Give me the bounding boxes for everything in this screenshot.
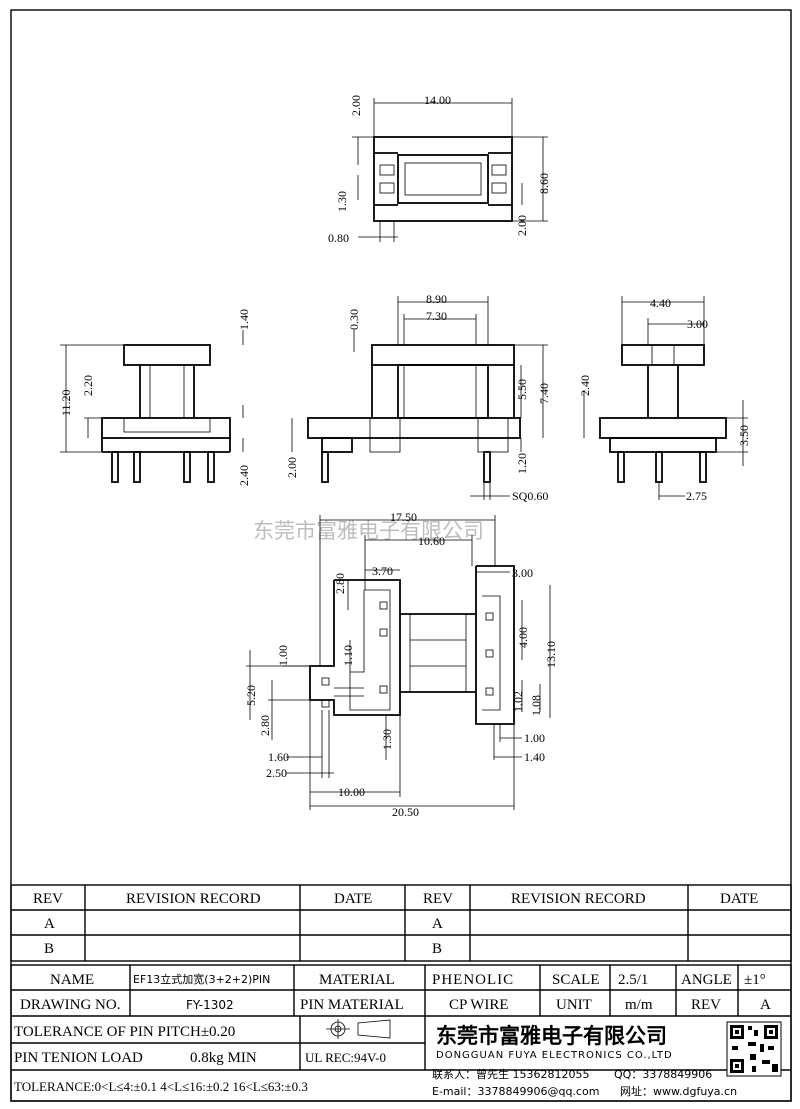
dim-bot-5-20: 5.20 bbox=[244, 685, 258, 706]
qr-code-icon bbox=[726, 1021, 782, 1077]
dim-top-0-80: 0.80 bbox=[328, 231, 349, 245]
unit-label: UNIT bbox=[556, 997, 592, 1013]
name-value: EF13立式加宽(3+2+2)PIN bbox=[133, 972, 270, 986]
name-label: NAME bbox=[50, 972, 94, 988]
record-header-left: REVISION RECORD bbox=[126, 891, 261, 907]
pin-material-label: PIN MATERIAL bbox=[300, 997, 404, 1013]
company-contact: 联系人：曾先生 15362812055 bbox=[432, 1067, 589, 1081]
rev-row-a-right: A bbox=[432, 916, 443, 932]
rev-header-left: REV bbox=[33, 891, 63, 907]
dim-bot-1-00a: 1.00 bbox=[276, 645, 290, 666]
date-header-right: DATE bbox=[720, 891, 758, 907]
title-block: NAME EF13立式加宽(3+2+2)PIN MATERIAL PHENOLI… bbox=[10, 964, 792, 1102]
material-label: MATERIAL bbox=[319, 972, 395, 988]
revision-table: REV REVISION RECORD DATE REV REVISION RE… bbox=[10, 884, 792, 962]
dim-bot-4-00: 4.00 bbox=[516, 627, 530, 648]
dim-mid-0-30: 0.30 bbox=[347, 309, 361, 330]
dim-left-2-40: 2.40 bbox=[237, 465, 251, 486]
dim-mid-8-90: 8.90 bbox=[426, 292, 447, 306]
rev-row-b-right: B bbox=[432, 941, 442, 957]
angle-label: ANGLE bbox=[681, 972, 732, 988]
dim-bot-3-00: 3.00 bbox=[512, 566, 533, 580]
tolerance-pitch: TOLERANCE OF PIN PITCH±0.20 bbox=[14, 1024, 235, 1040]
dim-bot-1-08: 1.08 bbox=[529, 695, 543, 716]
drawing-no-value: FY-1302 bbox=[186, 998, 234, 1012]
dim-top-2-00b: 2.00 bbox=[515, 215, 529, 236]
end-view: 4.40 3.00 2.40 3.50 2.75 bbox=[578, 296, 751, 503]
dim-mid-7-40: 7.40 bbox=[537, 383, 551, 404]
tolerance-line: TOLERANCE:0<L≤4:±0.1 4<L≤16:±0.2 16<L≤63… bbox=[14, 1079, 308, 1094]
dim-bot-2-80a: 2.80 bbox=[333, 573, 347, 594]
drawing-border bbox=[10, 9, 792, 1102]
dim-right-2-40: 2.40 bbox=[578, 375, 592, 396]
company-website: 网址：www.dgfuya.cn bbox=[620, 1084, 737, 1098]
dim-left-2-20: 2.20 bbox=[81, 375, 95, 396]
rev-row-b-left: B bbox=[44, 941, 54, 957]
side-view: 8.90 7.30 0.30 5.50 7.40 1.20 2.00 SQ0.6… bbox=[285, 292, 551, 503]
dim-mid-2-00: 2.00 bbox=[285, 457, 299, 478]
rev-row-a-left: A bbox=[44, 916, 55, 932]
dim-right-2-75: 2.75 bbox=[686, 489, 707, 503]
watermark: 东莞市富雅电子有限公司 bbox=[253, 519, 484, 543]
dim-bot-20-50: 20.50 bbox=[392, 805, 419, 819]
angle-value: ±1° bbox=[744, 972, 766, 988]
projection-symbol-icon bbox=[326, 1019, 391, 1039]
date-header-left: DATE bbox=[334, 891, 372, 907]
dim-bot-3-70: 3.70 bbox=[372, 564, 393, 578]
rev-header-right: REV bbox=[423, 891, 453, 907]
dim-bot-2-50: 2.50 bbox=[266, 766, 287, 780]
drawing-no-label: DRAWING NO. bbox=[20, 997, 120, 1013]
dim-bot-1-10: 1.10 bbox=[341, 645, 355, 666]
dim-bot-1-02: 1.02 bbox=[511, 691, 525, 712]
dim-mid-sq: SQ0.60 bbox=[512, 489, 548, 503]
record-header-right: REVISION RECORD bbox=[511, 891, 646, 907]
pin-material-value: CP WIRE bbox=[449, 997, 509, 1013]
pin-tension-value: 0.8kg MIN bbox=[190, 1050, 257, 1066]
dim-top-1-30: 1.30 bbox=[335, 191, 349, 212]
company-email: E-mail：3378849906@qq.com bbox=[432, 1085, 599, 1098]
dim-bot-10-00: 10.00 bbox=[338, 785, 365, 799]
scale-value: 2.5/1 bbox=[618, 972, 648, 988]
rev-value: A bbox=[760, 997, 771, 1013]
dim-right-3-50: 3.50 bbox=[737, 425, 751, 446]
front-view: 11.20 2.20 1.40 2.40 bbox=[59, 309, 251, 486]
company-name-en: DONGGUAN FUYA ELECTRONICS CO.,LTD bbox=[436, 1050, 673, 1061]
top-view: 14.00 2.00 1.30 0.80 8.60 2.00 bbox=[328, 93, 551, 245]
dim-mid-5-50: 5.50 bbox=[515, 379, 529, 400]
dim-mid-1-20: 1.20 bbox=[515, 453, 529, 474]
company-name-cn: 东莞市富雅电子有限公司 bbox=[436, 1024, 667, 1048]
pin-tension-label: PIN TENION LOAD bbox=[14, 1050, 143, 1066]
dim-mid-7-30: 7.30 bbox=[426, 309, 447, 323]
unit-value: m/m bbox=[625, 997, 653, 1013]
dim-top-2-00a: 2.00 bbox=[349, 95, 363, 116]
dim-right-4-40: 4.40 bbox=[650, 296, 671, 310]
dim-left-1-40: 1.40 bbox=[237, 309, 251, 330]
dim-bot-1-40: 1.40 bbox=[524, 750, 545, 764]
ul-rec: UL REC:94V-0 bbox=[305, 1050, 386, 1065]
company-qq: QQ：3378849906 bbox=[614, 1068, 712, 1081]
scale-label: SCALE bbox=[552, 972, 600, 988]
dim-bot-1-00b: 1.00 bbox=[524, 731, 545, 745]
dim-bot-1-60: 1.60 bbox=[268, 750, 289, 764]
dim-left-11-20: 11.20 bbox=[59, 389, 73, 416]
dim-top-14-00: 14.00 bbox=[424, 93, 451, 107]
dim-top-8-60: 8.60 bbox=[537, 173, 551, 194]
dim-bot-17-50: 17.50 bbox=[390, 510, 417, 524]
rev-label: REV bbox=[691, 997, 721, 1013]
bottom-view: 17.50 10.60 3.70 2.80 3.00 4.00 13.10 1.… bbox=[244, 510, 558, 819]
dim-bot-2-80b: 2.80 bbox=[258, 715, 272, 736]
dim-right-3-00: 3.00 bbox=[687, 317, 708, 331]
dim-bot-10-60: 10.60 bbox=[418, 534, 445, 548]
material-value: PHENOLIC bbox=[432, 972, 514, 988]
dim-bot-13-10: 13.10 bbox=[544, 641, 558, 668]
dim-bot-1-30: 1.30 bbox=[380, 729, 394, 750]
